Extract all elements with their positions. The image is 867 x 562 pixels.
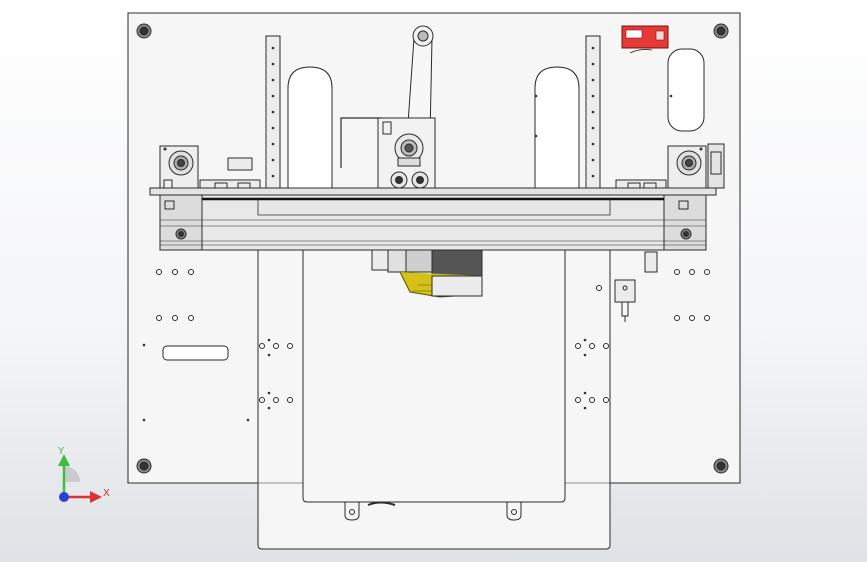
lower-slide-plate [257,250,611,550]
horizontal-rail [149,187,717,251]
corner-screw-top-right [713,23,729,39]
rivet-dots [142,94,673,422]
vertical-guide-rail-left [265,35,281,193]
l-rod [340,117,382,168]
small-dots [267,338,587,410]
coordinate-triad [58,454,102,503]
triad-y-label: Y [57,446,65,457]
corner-screw-bottom-left [136,458,152,474]
slot-top-right [667,48,705,132]
vertical-guide-rail-right [585,35,601,193]
slot-right [534,66,580,192]
right-side-mounts [614,251,658,322]
corner-screw-top-left [136,23,152,39]
pulley-support-right [667,143,725,195]
pulley-support-left [159,145,199,195]
corner-screw-bottom-right [713,458,729,474]
red-sensor [621,25,669,54]
slot-left-horizontal [162,345,229,361]
triad-x-label: X [103,488,110,499]
mounting-holes [156,269,710,403]
drive-motor [371,249,483,298]
slot-left [287,66,333,192]
